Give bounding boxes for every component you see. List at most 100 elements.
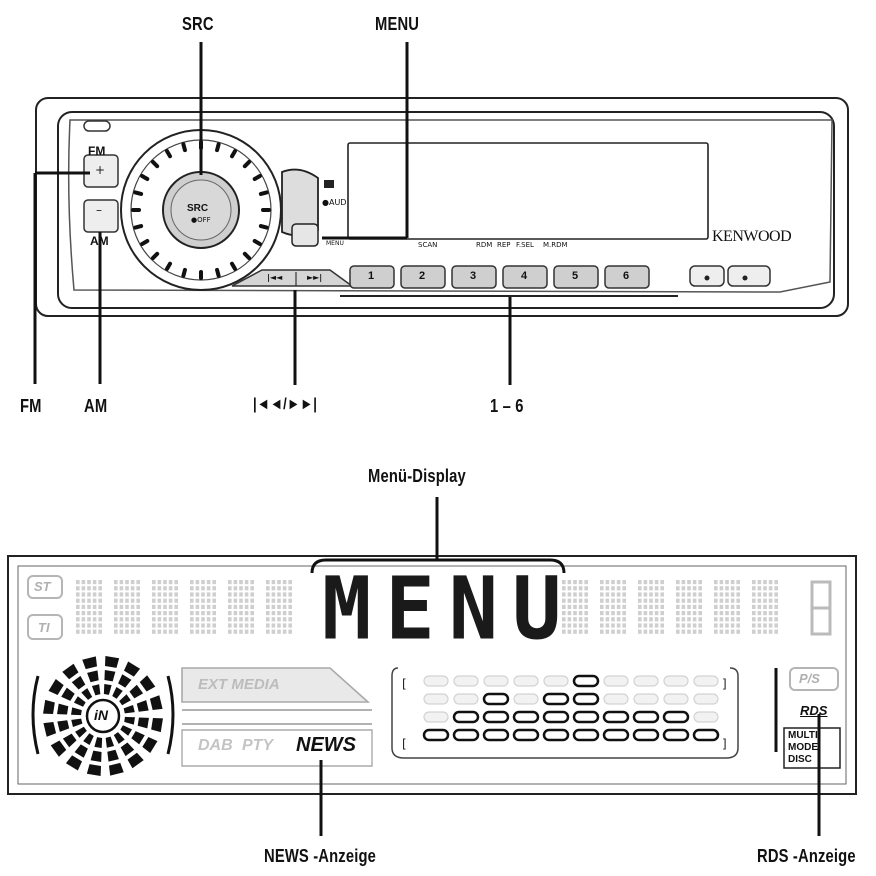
preset-button-1[interactable] [349, 265, 395, 289]
matrix-dot [730, 617, 735, 622]
matrix-dot [81, 617, 86, 622]
matrix-dot [228, 611, 232, 616]
matrix-dot [168, 580, 173, 585]
matrix-dot [195, 598, 200, 603]
matrix-dot [752, 580, 756, 585]
seek-buttons[interactable] [231, 269, 355, 287]
matrix-dot [174, 586, 178, 591]
matrix-dot [212, 611, 216, 616]
matrix-dot [681, 592, 686, 597]
am-button-label: AM [90, 234, 109, 248]
matrix-dot [698, 623, 702, 628]
matrix-dot [195, 623, 200, 628]
matrix-dot [730, 623, 735, 628]
matrix-dot [763, 604, 767, 609]
spectrum-bar [423, 693, 449, 705]
matrix-dot [239, 623, 243, 628]
matrix-dot [649, 586, 653, 591]
matrix-dot [195, 629, 200, 634]
spectrum-bar [512, 710, 540, 724]
matrix-dot [157, 580, 162, 585]
spectrum-bar [423, 675, 449, 687]
svg-text:+: + [95, 163, 105, 177]
matrix-dot [573, 617, 577, 622]
burst-segment [48, 678, 64, 696]
matrix-dot [239, 592, 243, 597]
matrix-dot [736, 604, 740, 609]
matrix-dot [136, 611, 140, 616]
matrix-dot [578, 623, 583, 628]
callout-menu-display: Menü-Display [368, 466, 466, 486]
matrix-dot [725, 580, 729, 585]
matrix-dot [266, 586, 270, 591]
matrix-dot [616, 598, 621, 603]
volume-knob[interactable] [120, 129, 282, 291]
preset-button-4[interactable] [502, 265, 548, 289]
matrix-dot [114, 586, 118, 591]
in-label: iN [94, 707, 108, 723]
matrix-dot [660, 586, 664, 591]
burst-segment [43, 699, 55, 715]
spectrum-bar [693, 675, 719, 687]
matrix-dot [271, 586, 276, 591]
matrix-dot [81, 629, 86, 634]
burst-segment [142, 736, 158, 754]
matrix-dot [714, 617, 718, 622]
preset-button-5[interactable] [553, 265, 599, 289]
preset-button-3[interactable] [451, 265, 497, 289]
matrix-dot [288, 598, 292, 603]
fm-button[interactable]: + [83, 154, 119, 188]
spectrum-bar [632, 728, 660, 742]
matrix-dot [136, 629, 140, 634]
matrix-dot [763, 611, 767, 616]
matrix-dot [282, 592, 287, 597]
matrix-dot [768, 623, 773, 628]
am-button[interactable]: – [83, 199, 119, 233]
burst-segment [123, 704, 135, 714]
matrix-dot [687, 586, 691, 591]
preset-button-6[interactable] [604, 265, 650, 289]
preset-button-2[interactable] [400, 265, 446, 289]
matrix-dot [119, 580, 124, 585]
menu-main-text: MENU [322, 559, 576, 660]
knob-tick [181, 142, 187, 153]
spectrum-bar [453, 693, 479, 705]
matrix-dot [266, 623, 270, 628]
matrix-dot [87, 604, 91, 609]
matrix-dot [212, 580, 216, 585]
burst-segment [71, 675, 86, 690]
matrix-dot [201, 611, 205, 616]
matrix-dot [152, 611, 156, 616]
matrix-dot [92, 598, 97, 603]
knob-tick [258, 190, 269, 196]
burst-segment [62, 663, 79, 680]
matrix-dot [611, 611, 615, 616]
matrix-dot [736, 623, 740, 628]
matrix-dot [228, 592, 232, 597]
burst-segment [120, 725, 133, 736]
release-button[interactable] [727, 265, 771, 287]
menu-button[interactable] [291, 223, 319, 247]
matrix-dot [719, 592, 724, 597]
matrix-dot [288, 629, 292, 634]
matrix-dot [725, 586, 729, 591]
matrix-dot [752, 617, 756, 622]
matrix-dot [774, 592, 778, 597]
matrix-dot [190, 586, 194, 591]
matrix-dot [114, 623, 118, 628]
matrix-dot [163, 611, 167, 616]
matrix-dot [206, 586, 211, 591]
matrix-dot [638, 604, 642, 609]
matrix-dot [692, 629, 697, 634]
matrix-dot [649, 598, 653, 603]
prev-icon: |◄◄ [267, 273, 283, 282]
knob-tick [252, 239, 262, 246]
spectrum-bar [572, 692, 600, 706]
matrix-dot [201, 592, 205, 597]
rdm-label: RDM [476, 241, 493, 249]
matrix-dot [687, 617, 691, 622]
matrix-dot [584, 629, 588, 634]
matrix-dot [190, 623, 194, 628]
burst-segment [57, 720, 70, 732]
spectrum-bar [513, 675, 539, 687]
